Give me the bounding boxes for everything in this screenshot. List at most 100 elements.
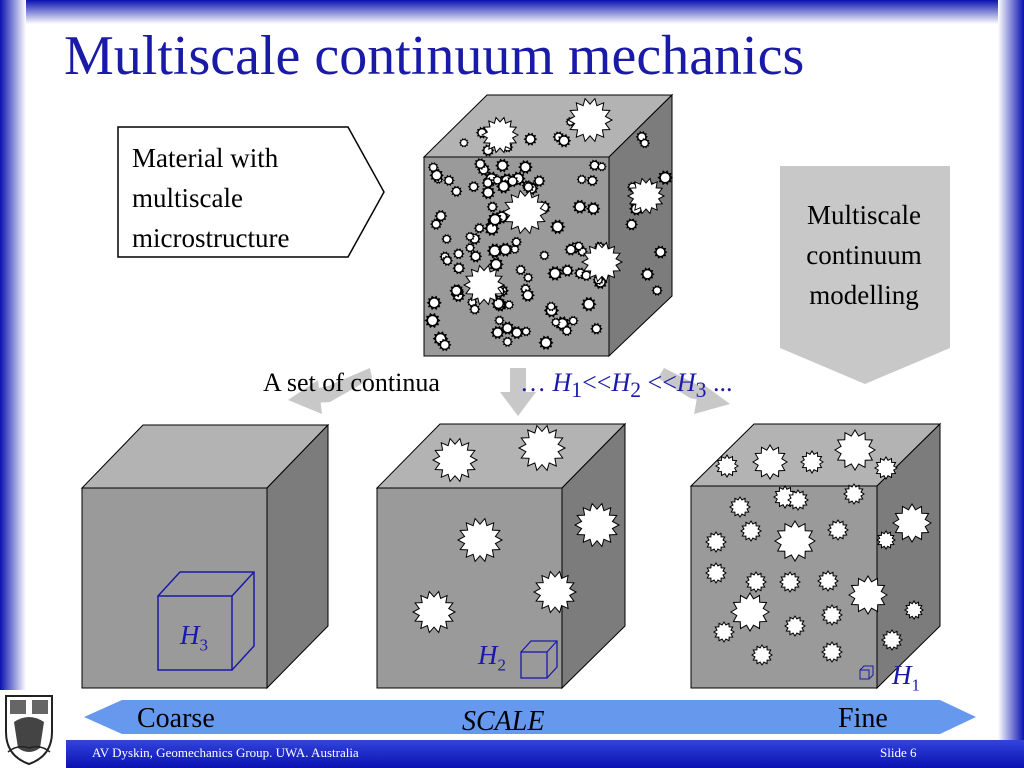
particle (456, 517, 504, 563)
scale-bar (84, 700, 976, 734)
particle (452, 248, 465, 260)
scale-coarse-label: Coarse (137, 703, 215, 734)
particle (469, 303, 481, 315)
particle (573, 241, 585, 252)
particle (740, 520, 762, 542)
particle (480, 116, 520, 154)
modelling-line-2: continuum (806, 240, 922, 270)
rve-box-h3 (157, 571, 255, 671)
particle (469, 250, 483, 263)
particle (458, 138, 469, 148)
label-h3: H3 (180, 620, 208, 655)
particle (821, 604, 843, 626)
particle (580, 241, 624, 283)
particle (532, 570, 578, 614)
particle (491, 175, 503, 186)
particle (450, 185, 463, 198)
particle (500, 321, 515, 335)
particle (522, 272, 534, 283)
particle (522, 181, 535, 193)
frame-right (998, 0, 1024, 740)
label-h3-sub: 3 (199, 635, 209, 655)
particle (473, 158, 487, 170)
rve-box-h1 (859, 665, 874, 680)
particle (752, 444, 788, 480)
particle (473, 222, 486, 234)
callout-line-2: multiscale (132, 183, 243, 213)
label-h3-letter: H (180, 620, 200, 650)
particle (729, 496, 751, 518)
particle (486, 243, 503, 259)
particle (411, 590, 457, 634)
particle (581, 296, 597, 312)
material-callout-text: Material with multiscale microstructure (132, 138, 362, 258)
particle (462, 264, 506, 306)
modelling-line-1: Multiscale (807, 200, 921, 230)
particle (509, 325, 524, 340)
medium-cube (375, 422, 627, 690)
particle (518, 160, 533, 175)
rve-box-h2 (520, 640, 558, 679)
particle (625, 218, 638, 231)
chain-sub3: 3 (695, 378, 707, 403)
particle (590, 322, 603, 335)
particle (567, 315, 579, 326)
particle (573, 502, 621, 548)
particle (480, 185, 496, 200)
particle (892, 503, 932, 543)
particle (494, 315, 505, 326)
chain-op1: << (582, 368, 612, 397)
particle (449, 284, 464, 298)
particle (653, 245, 668, 259)
particle (426, 295, 442, 311)
chain-h3: H (676, 368, 696, 397)
particle (821, 641, 843, 663)
frame-left (0, 0, 26, 740)
particle (441, 234, 452, 245)
scale-chain: … H1<<H2 <<H3 ... (520, 368, 732, 403)
particle (904, 600, 924, 620)
particle (487, 212, 503, 227)
particle (501, 189, 549, 235)
particle (545, 301, 557, 312)
chain-h2: H (611, 368, 631, 397)
particle (424, 312, 441, 329)
main-microstructure-cube (422, 93, 674, 358)
chain-sub2: 2 (630, 378, 642, 403)
particle (502, 336, 514, 348)
material-callout (117, 126, 385, 258)
particle (549, 219, 566, 235)
particle (550, 317, 561, 328)
particle (745, 571, 767, 593)
particle (486, 201, 499, 213)
particle (464, 242, 476, 253)
label-h2-letter: H (478, 640, 498, 670)
particle (452, 262, 466, 275)
callout-line-3: microstructure (132, 223, 290, 253)
particle (495, 158, 510, 173)
particle (431, 437, 479, 483)
label-h1-sub: 1 (911, 675, 921, 695)
particle (576, 174, 587, 185)
particle (510, 236, 523, 248)
particle (520, 288, 535, 302)
particle (564, 243, 578, 256)
scale-center-label: SCALE (462, 706, 545, 737)
particle (503, 299, 515, 310)
coarse-cube (80, 423, 330, 690)
continua-label: A set of continua (263, 368, 440, 397)
chain-op2: << (641, 368, 677, 397)
particle (848, 575, 888, 615)
particle (730, 592, 770, 632)
particle (561, 325, 573, 337)
footer-slide-number: Slide 6 (880, 745, 917, 760)
particle (779, 571, 801, 593)
particle (509, 244, 520, 255)
arrow-to-medium (500, 368, 536, 416)
label-h2: H2 (478, 640, 506, 675)
particle (517, 424, 567, 472)
particle (520, 326, 532, 337)
particle (596, 161, 607, 172)
particle (843, 483, 865, 505)
particle (876, 530, 896, 550)
